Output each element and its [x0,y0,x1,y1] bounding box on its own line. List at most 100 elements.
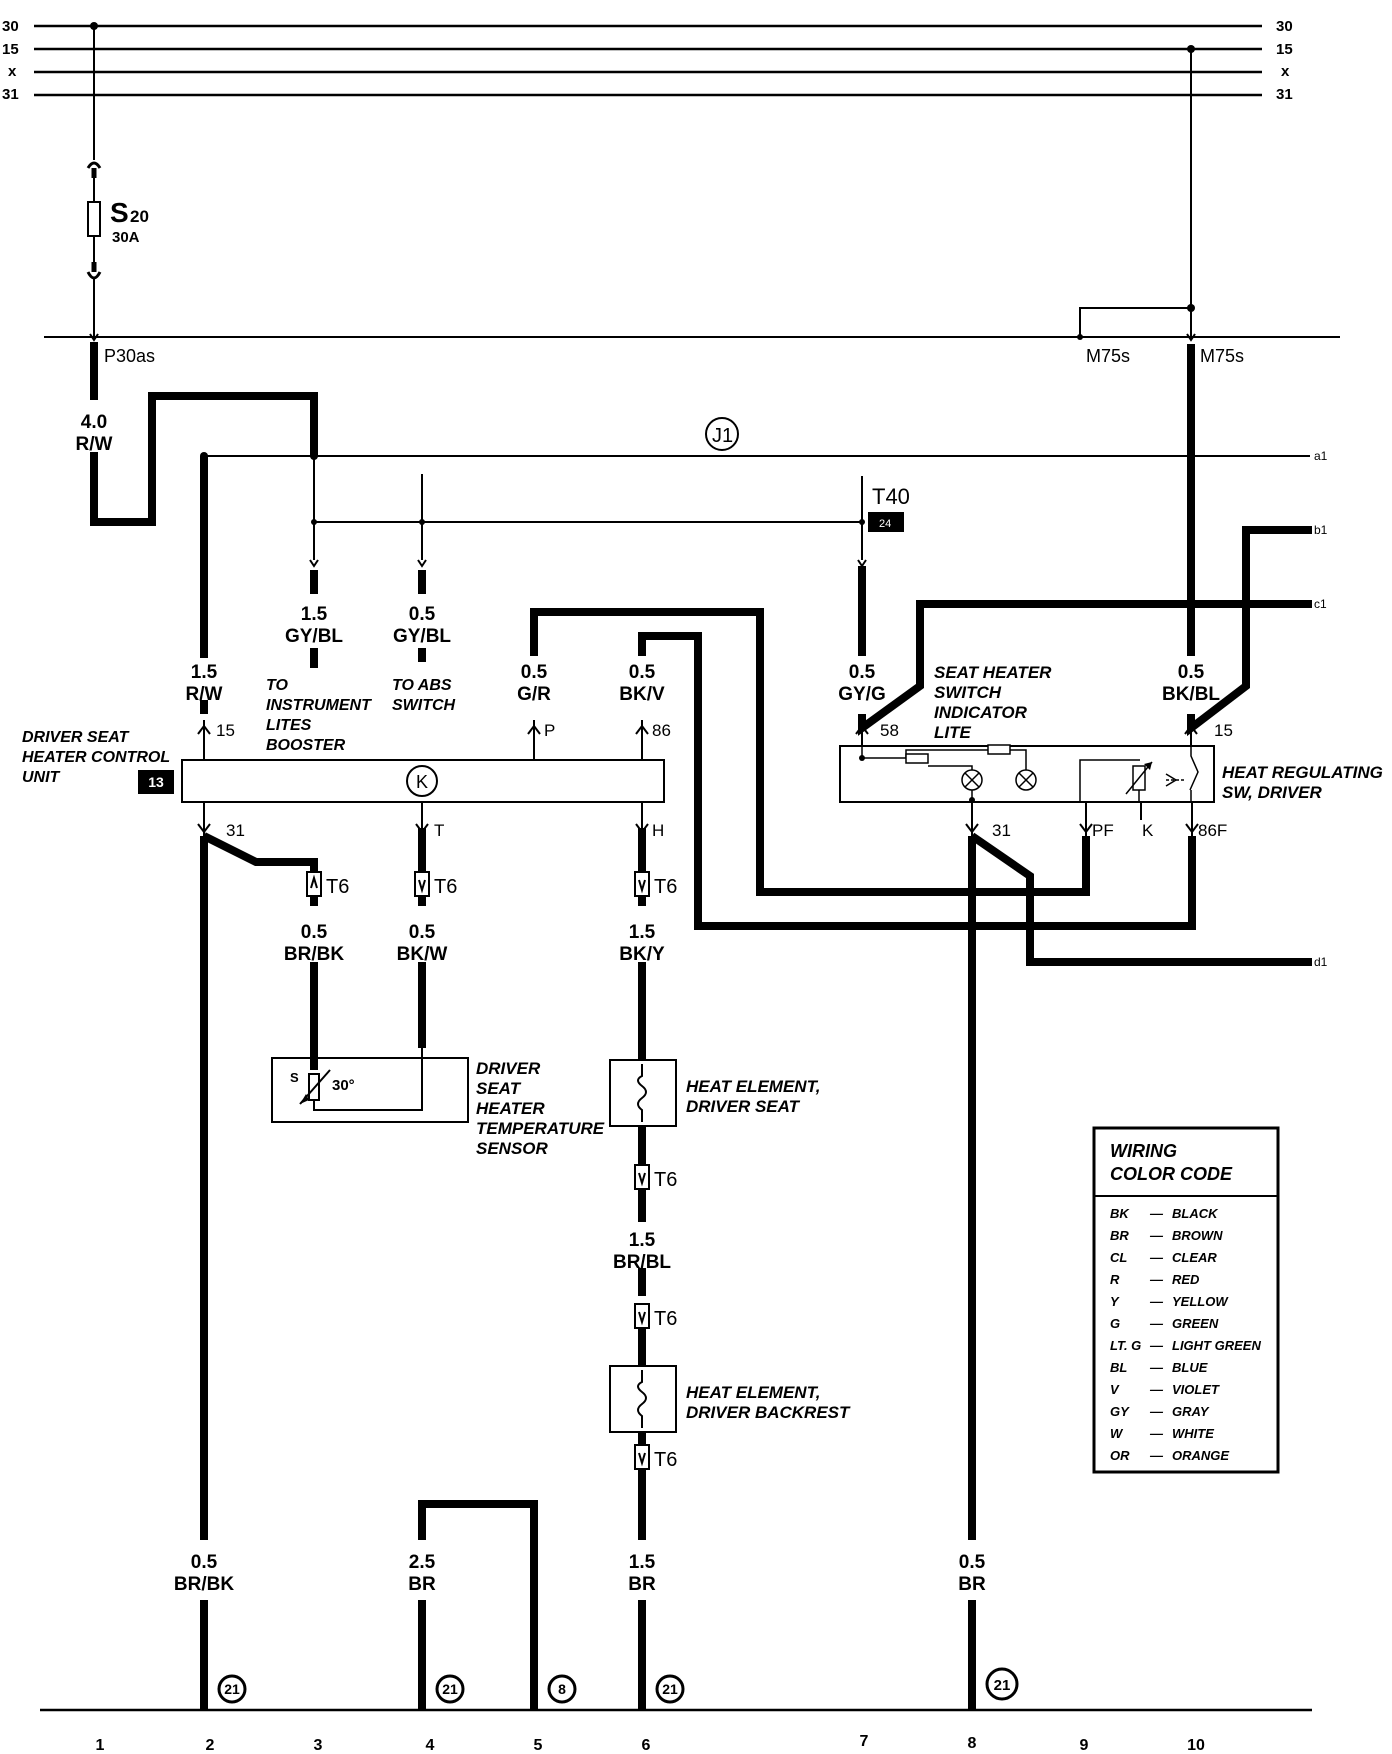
wire-color: G/R [517,684,551,705]
ground-ref-label: 21 [662,1681,678,1697]
t6-connector: T6 [634,1164,677,1191]
fuse-name: S [110,197,129,228]
note-line: TO ABS [392,677,452,694]
wire-size: 0.5 [629,662,656,683]
t40-pin: 24 [879,518,891,530]
bus-label-x: x [8,63,17,80]
legend-entry: Y—YELLOW [1110,1294,1229,1309]
heat-element-label: DRIVER SEAT [686,1097,801,1116]
pin-label: 58 [880,721,899,740]
wire-color: GY/BL [285,626,343,647]
wire-labels: 4.0 R/W 1.5 R/W 1.5 GY/BL 0.5 GY/BL 0.5 … [76,412,1221,1595]
heat-element-backrest: HEAT ELEMENT, DRIVER BACKREST [609,1365,851,1433]
note-line: SWITCH [392,697,456,714]
legend-entry: LT. G—LIGHT GREEN [1110,1338,1261,1353]
sensor-label: SEAT [476,1079,522,1098]
sensor-s-label: S [290,1070,299,1085]
edge-references: a1 b1 c1 d1 [1314,449,1328,969]
legend-entry: R—RED [1110,1272,1200,1287]
legend-name: BLACK [1172,1206,1219,1221]
note-line: LITES [266,717,312,734]
legend-code: Y [1110,1294,1120,1309]
component-number: 13 [148,774,164,790]
ground-ref-label: 21 [442,1681,458,1697]
regulating-switch-label: SW, DRIVER [1222,783,1323,802]
switch-lite-label: SWITCH [934,683,1002,702]
note-instrument: TO INSTRUMENT LITES BOOSTER [266,677,372,754]
legend-entries: BK—BLACK BR—BROWN CL—CLEAR R—RED Y—YELLO… [1110,1206,1261,1463]
wire-size: 0.5 [959,1552,986,1573]
legend-entry: BR—BROWN [1110,1228,1223,1243]
edge-ref: c1 [1314,597,1327,611]
column-number: 8 [968,1735,977,1752]
legend-code: W [1110,1426,1124,1441]
legend-name: RED [1172,1272,1200,1287]
wire-size: 0.5 [301,922,328,943]
pin-label: 86 [652,721,671,740]
legend-dash: — [1149,1448,1164,1463]
pin-label: P [544,721,555,740]
j1-bus: J1 T40 24 [200,417,1310,568]
legend-code: BL [1110,1360,1127,1375]
ground-ref: 21 [435,1674,465,1704]
legend-code: V [1110,1382,1120,1397]
ground-ref: 21 [985,1667,1019,1701]
legend-name: WHITE [1172,1426,1214,1441]
legend-entry: G—GREEN [1110,1316,1219,1331]
wire-color: GY/BL [393,626,451,647]
heavy-wires [90,342,1312,1710]
edge-ref: d1 [1314,955,1328,969]
switch-lite-label: SEAT HEATER [934,663,1052,682]
regulating-switch-label: HEAT REGULATING [1222,763,1383,782]
pin-label: 15 [216,721,235,740]
t6-connector: T6 [414,871,457,898]
ground-ref-label: 8 [558,1681,566,1697]
wire-size: 0.5 [409,922,436,943]
note-line: INSTRUMENT [266,697,372,714]
legend-name: YELLOW [1172,1294,1229,1309]
legend-dash: — [1149,1382,1164,1397]
ground-ref: 21 [655,1674,685,1704]
legend-name: VIOLET [1172,1382,1220,1397]
wire-size: 1.5 [191,662,218,683]
column-numbers: 1 2 3 4 5 6 7 8 9 10 [96,1733,1205,1754]
sensor-value: 30° [332,1077,355,1094]
legend-name: ORANGE [1172,1448,1229,1463]
bus-label-30-right: 30 [1276,18,1293,35]
legend-name: GRAY [1172,1404,1210,1419]
note-line: TO [266,677,288,694]
legend-title: WIRING [1110,1141,1177,1161]
wire-color: BK/BL [1162,684,1220,705]
t6-connectors: T6 T6 T6 T6 T6 T6 [306,871,677,1471]
legend-entry: OR — ORANGE [1110,1448,1229,1463]
legend-code: OR [1110,1448,1130,1463]
wire-color: BR [628,1574,656,1595]
t6-connector: T6 [634,1444,677,1471]
pin-label: 86F [1198,821,1227,840]
note-abs: TO ABS SWITCH [392,677,456,714]
column-number: 7 [860,1733,869,1750]
switch-lite-label: INDICATOR [934,703,1028,722]
legend-dash: — [1149,1426,1164,1441]
t6-label: T6 [434,876,457,898]
wire-color: BR [958,1574,986,1595]
pin-label: K [1142,821,1154,840]
legend-entry: GY—GRAY [1110,1404,1210,1419]
sensor-label: SENSOR [476,1139,549,1158]
pin-label: 31 [226,821,245,840]
t6-connector: T6 [634,871,677,898]
heat-element-seat: HEAT ELEMENT, DRIVER SEAT [609,1059,820,1127]
pin-arrows [197,724,1199,834]
heat-regulating-switch: 58 15 31 PF K 86F SEAT HEATER SWITCH IND… [839,663,1383,840]
column-number: 3 [314,1737,323,1754]
legend-name: CLEAR [1172,1250,1217,1265]
legend-code: LT. G [1110,1338,1141,1353]
wire-size: 1.5 [629,1552,656,1573]
fuse-sub: 20 [130,207,149,226]
connector-strip: P30as M75s M75s [44,45,1340,366]
legend-entry: CL—CLEAR [1110,1250,1217,1265]
legend-dash: — [1149,1250,1164,1265]
wire-size: 1.5 [629,1230,656,1251]
legend-entry: W — WHITE [1110,1426,1214,1441]
